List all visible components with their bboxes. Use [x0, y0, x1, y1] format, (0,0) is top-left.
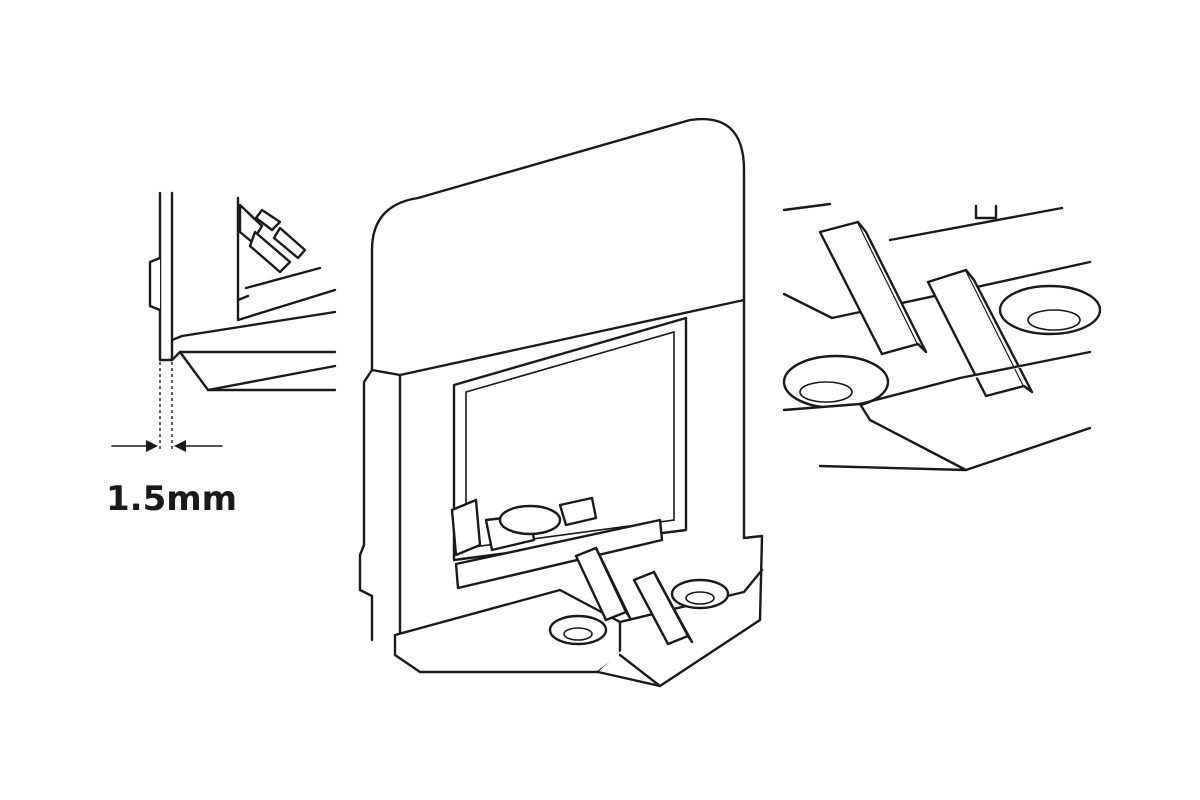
- base-plate-bottom: [206, 364, 337, 392]
- inner-hole: [498, 504, 562, 536]
- wall-knob: [148, 256, 162, 312]
- dim-arrow-right-head: [174, 440, 186, 452]
- base-hole-left: [548, 614, 608, 646]
- window-floor-bar: [454, 518, 664, 590]
- tooth-2: [248, 230, 292, 274]
- right-detail-view: [782, 202, 1102, 472]
- dim-arrow-left-head: [146, 440, 158, 452]
- detail-top-edges: [782, 202, 1064, 242]
- tooth-4: [254, 208, 282, 232]
- detail-base-top: [858, 350, 1092, 406]
- detail-small-tab: [974, 204, 998, 220]
- detail-tooth-2-side: [964, 268, 1034, 394]
- front-tooth-1-side: [594, 546, 632, 620]
- detail-base-bottom: [818, 464, 968, 472]
- clip-side-edges: [398, 298, 746, 642]
- detail-tooth-1-side: [856, 220, 928, 354]
- tooth-shelf: [236, 266, 322, 302]
- inner-tooth-3: [558, 496, 598, 527]
- clip-top-plate: [370, 117, 746, 377]
- front-tooth-2-side: [652, 570, 694, 644]
- base-plate-edge: [170, 310, 337, 392]
- detail-base-plate: [782, 402, 1092, 472]
- base-hole-left-inner: [563, 627, 593, 641]
- inner-tooth-1: [450, 498, 482, 557]
- base-plate-lower-edge: [618, 653, 662, 688]
- main-clip: [358, 117, 764, 688]
- clip-window-inner: [465, 330, 675, 549]
- dimension-label: 1.5mm: [106, 479, 237, 519]
- tooth-3: [272, 226, 307, 260]
- clip-wall-side: [158, 191, 174, 362]
- clip-left-knob: [358, 368, 374, 642]
- base-hole-right: [670, 578, 730, 610]
- base-plate-right-edge: [596, 534, 764, 688]
- detail-hole-left-inner: [799, 381, 853, 403]
- left-detail-view: 1.5mm: [106, 191, 337, 519]
- detail-hole-right-inner: [1027, 309, 1081, 331]
- base-hole-right-inner: [685, 591, 715, 605]
